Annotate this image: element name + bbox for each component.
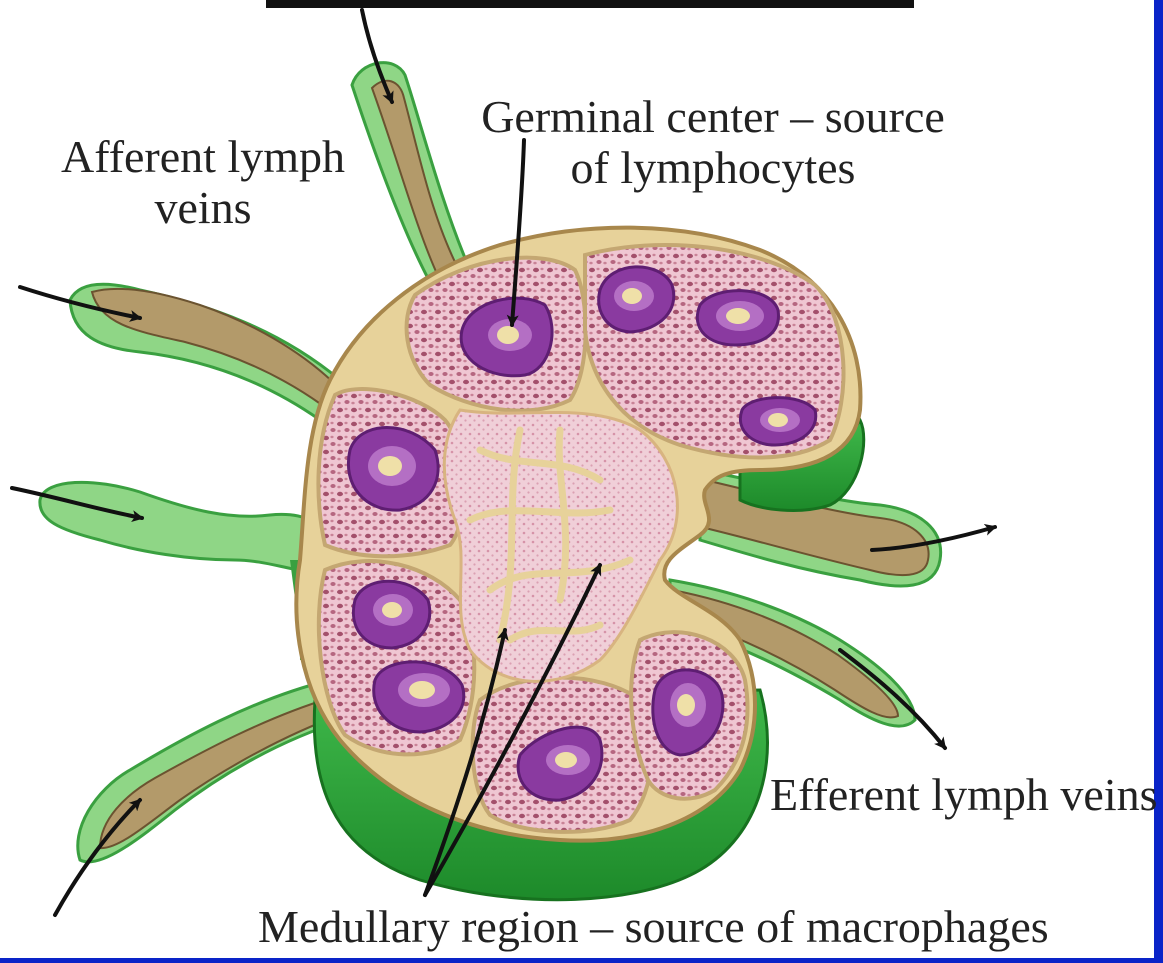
germinal-center-label: Germinal center – source of lymphocytes bbox=[478, 92, 948, 193]
germinal-label-line1: Germinal center – source bbox=[478, 92, 948, 143]
slide-frame-bottom bbox=[0, 958, 1163, 963]
afferent-label: Afferent lymph veins bbox=[58, 132, 348, 233]
afferent-label-line2: veins bbox=[58, 183, 348, 234]
afferent-label-line1: Afferent lymph bbox=[58, 132, 348, 183]
germinal-label-line2: of lymphocytes bbox=[478, 143, 948, 194]
efferent-label: Efferent lymph veins bbox=[770, 770, 1158, 821]
afferent-vessel-middle bbox=[40, 482, 330, 571]
medullary-label: Medullary region – source of macrophages bbox=[258, 902, 1049, 953]
title-underline bbox=[266, 0, 914, 8]
